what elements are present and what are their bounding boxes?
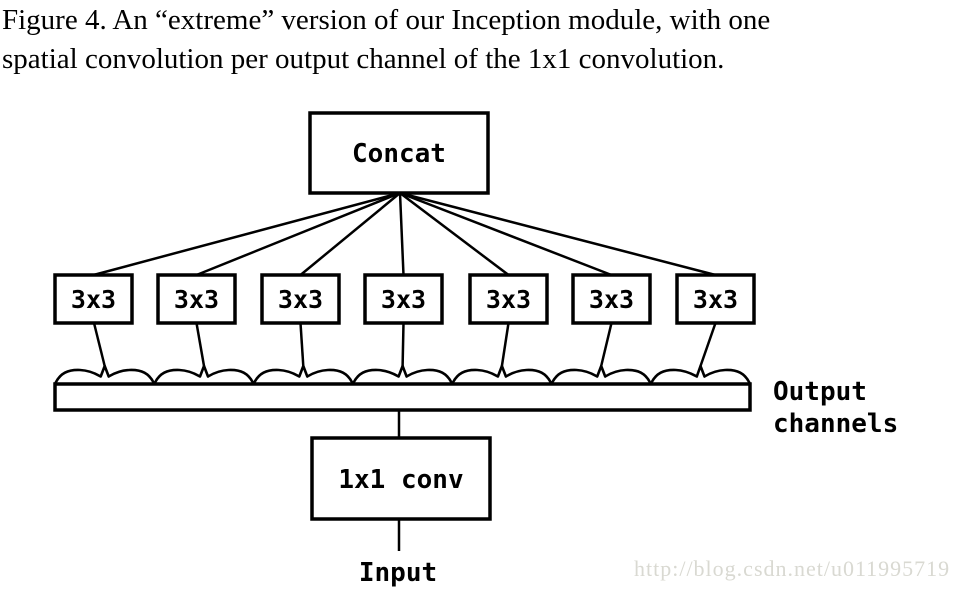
watermark-text: http://blog.csdn.net/u011995719 <box>634 556 951 581</box>
conv-3x3-label: 3x3 <box>589 285 634 314</box>
conv-3x3-label: 3x3 <box>71 285 116 314</box>
conv-3x3-label: 3x3 <box>278 285 323 314</box>
connector-line <box>500 322 510 367</box>
1x1-conv-box <box>310 436 492 521</box>
brace <box>351 364 454 385</box>
conv-3x3-box <box>260 273 341 325</box>
output-channels-label-line1: Output <box>773 377 867 407</box>
output-channels-bar <box>53 382 752 412</box>
fan-line <box>398 192 405 276</box>
conv-3x3-label: 3x3 <box>486 285 531 314</box>
fan-lines <box>93 191 716 277</box>
conv-3x3-label: 3x3 <box>381 285 426 314</box>
fan-line <box>399 191 716 277</box>
connector-line <box>195 322 206 367</box>
fan-line <box>399 192 510 276</box>
concat-box <box>308 111 490 195</box>
fan-line <box>93 191 401 277</box>
caption-line-1: Figure 4. An “extreme” version of our In… <box>2 4 771 36</box>
1x1-conv-label: 1x1 conv <box>338 465 463 495</box>
connector-lines <box>92 322 717 367</box>
conv-3x3-box <box>571 273 652 325</box>
conv-3x3-box <box>675 273 756 325</box>
connector-line <box>599 322 613 367</box>
fan-line <box>399 191 612 277</box>
conv-3x3-box <box>363 273 444 325</box>
input-label: Input <box>359 558 437 588</box>
conv-3x3-label: 3x3 <box>174 285 219 314</box>
conv-3x3-box <box>53 273 134 325</box>
connector-line <box>699 322 717 367</box>
conv-3x3-label: 3x3 <box>693 285 738 314</box>
connector-line <box>299 322 305 367</box>
fan-line <box>299 192 401 276</box>
figure-caption: Figure 4. An “extreme” version of our In… <box>2 1 956 79</box>
concat-label: Concat <box>352 139 446 169</box>
brace <box>153 364 255 385</box>
conv-3x3-box <box>156 273 237 325</box>
connector-line <box>92 322 106 367</box>
connector-line <box>401 322 405 367</box>
brace <box>550 364 652 385</box>
fan-line <box>196 191 401 277</box>
brace <box>451 364 553 385</box>
caption-line-2: spatial convolution per output channel o… <box>2 43 725 75</box>
channel-braces <box>53 364 752 385</box>
brace <box>649 364 752 385</box>
conv-3x3-row: 3x3 3x3 3x3 3x3 3x3 3x3 3x3 <box>53 273 756 325</box>
brace <box>53 364 156 385</box>
conv-3x3-box <box>468 273 549 325</box>
output-channels-label-line2: channels <box>773 409 898 439</box>
brace <box>252 364 355 385</box>
